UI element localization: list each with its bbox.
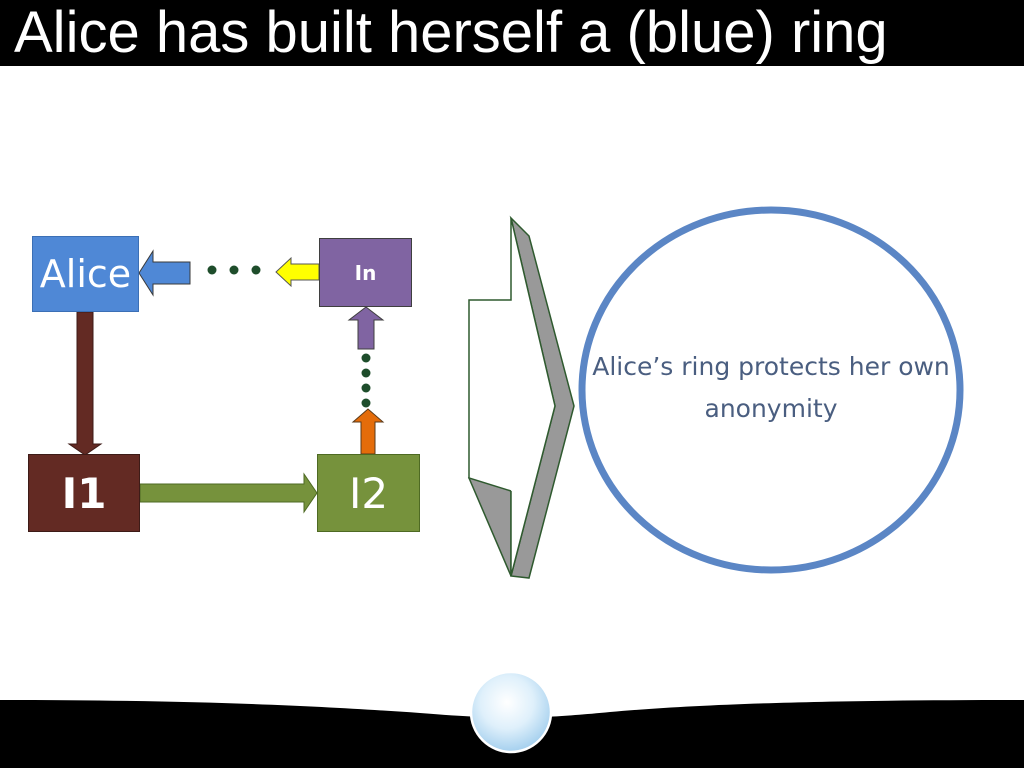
vertical-dots	[361, 353, 371, 408]
slide-title: Alice has built herself a (blue) ring	[14, 0, 888, 65]
node-i1-label: I1	[61, 468, 107, 518]
blue-ring	[578, 206, 964, 574]
big-chevron-arrow	[467, 215, 575, 579]
arrow-i2-up	[351, 408, 385, 455]
bottom-bar	[0, 670, 1024, 768]
node-i1: I1	[28, 454, 140, 532]
arrow-i1-to-i2	[139, 472, 318, 514]
node-i2-label: I2	[348, 468, 389, 518]
title-bar: Alice has built herself a (blue) ring	[0, 0, 1024, 66]
arrow-up-to-in	[347, 306, 385, 350]
node-in: In	[319, 238, 412, 307]
horizontal-dots	[207, 265, 261, 275]
node-alice: Alice	[32, 236, 139, 312]
orb-icon	[469, 670, 553, 754]
arrow-into-alice	[138, 249, 191, 297]
node-i2: I2	[317, 454, 420, 532]
node-in-label: In	[354, 260, 377, 285]
arrow-alice-to-i1	[67, 311, 103, 456]
ring-label: Alice’s ring protects her own anonymity	[592, 352, 950, 423]
node-alice-label: Alice	[39, 252, 132, 296]
arrow-in-left	[275, 256, 320, 288]
